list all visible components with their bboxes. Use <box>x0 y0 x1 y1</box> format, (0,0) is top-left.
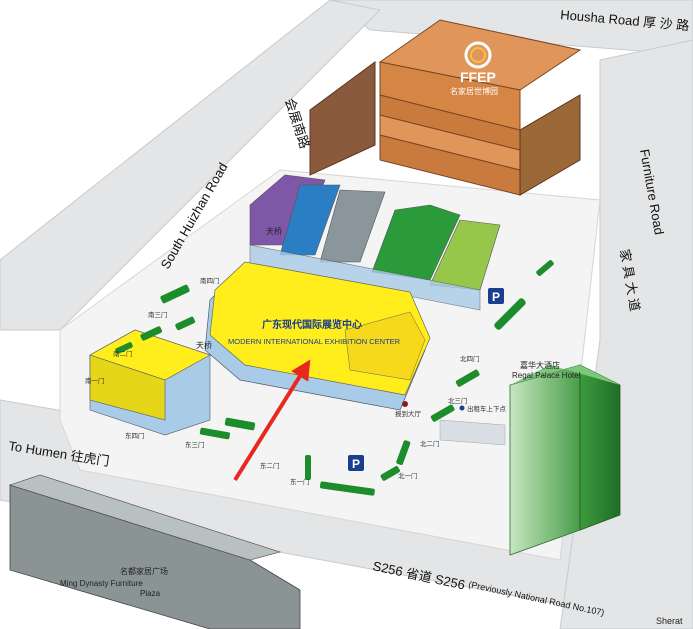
parking-icon-2: P <box>348 455 364 471</box>
main-hall <box>204 261 431 411</box>
south-huizhan-road <box>0 0 382 331</box>
gate-dong-yi: 东一门 <box>290 477 310 486</box>
gate-nan-san: 南三门 <box>148 310 168 319</box>
regal-en-label: Regal Palace Hotel <box>512 371 581 380</box>
hall-label: 报到大厅 <box>395 409 422 418</box>
gate-nan-si: 南四门 <box>200 276 220 285</box>
ffep-building <box>309 19 582 196</box>
regal-cn-label: 嘉华大酒店 <box>520 360 560 370</box>
hall-marker-icon <box>402 401 408 407</box>
ming-dynasty-en-label-2: Plaza <box>140 589 161 598</box>
gate-bei-yi: 北一门 <box>398 471 418 480</box>
ffep-logo-text: FFEP <box>460 69 496 85</box>
gate-bei-er: 北二门 <box>420 439 440 448</box>
gate-dong-er: 东二门 <box>260 461 280 470</box>
ming-dynasty-en-label-1: Ming Dynasty Furniture <box>60 579 143 588</box>
hall-grey <box>319 189 386 263</box>
skybridge-east <box>439 419 506 446</box>
ffep-subtext: 名家居世博园 <box>450 86 498 96</box>
center-cn-label: 广东现代国际展览中心 <box>262 318 362 331</box>
location-arrow-icon <box>233 359 311 482</box>
gate-dong-si: 东四门 <box>125 431 145 440</box>
west-building <box>89 329 211 436</box>
gate-dong-san: 东三门 <box>185 440 205 449</box>
center-en-label: MODERN INTERNATIONAL EXHIBITION CENTER <box>228 337 401 346</box>
sheraton-label: Sherat <box>656 616 683 626</box>
parking-icon-1: P <box>488 288 504 304</box>
taxi-marker-icon <box>459 405 465 411</box>
skybridge-label-1: 天桥 <box>266 226 282 236</box>
regal-palace-hotel <box>509 364 621 556</box>
north-halls <box>249 174 501 311</box>
taxi-label: 出租车上下点 <box>467 404 507 413</box>
ffep-logo-icon <box>464 41 492 69</box>
parking-label-1: P <box>492 290 500 304</box>
green-gates <box>115 260 554 496</box>
ming-dynasty-plaza <box>9 474 301 629</box>
hall-blue <box>279 184 341 256</box>
ming-dynasty-cn-label: 名都家居广场 <box>120 566 168 576</box>
gate-nan-yi: 南一门 <box>85 376 105 385</box>
hall-green <box>371 204 461 281</box>
parking-label-2: P <box>352 457 360 471</box>
gate-bei-si: 北四门 <box>460 354 480 363</box>
gate-nan-er: 南二门 <box>113 349 133 358</box>
skybridge-label-2: 天桥 <box>196 340 212 350</box>
gate-bei-san: 北三门 <box>448 396 468 405</box>
